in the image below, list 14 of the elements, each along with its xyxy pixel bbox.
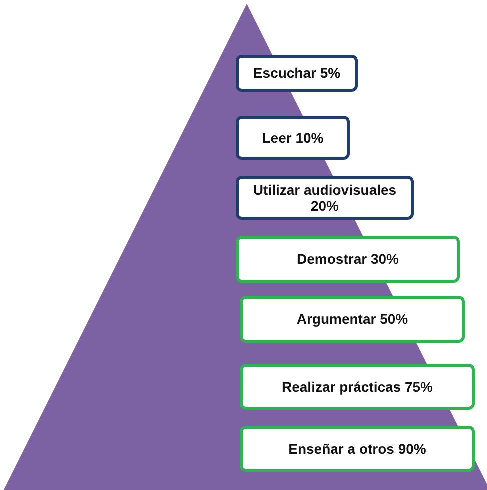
level-box	[240, 426, 475, 472]
level-label: Leer 10%	[262, 130, 324, 146]
level-label: Realizar prácticas 75%	[282, 378, 433, 396]
level-box	[240, 296, 465, 343]
level-box	[236, 176, 414, 220]
level-box	[240, 364, 475, 410]
level-label: Argumentar 50%	[296, 311, 408, 328]
level-label: Escuchar 5%	[253, 65, 341, 82]
level-label: Enseñar a otros 90%	[288, 440, 426, 458]
level-box	[236, 116, 350, 160]
level-box	[236, 55, 358, 92]
level-label: Demostrar 30%	[297, 251, 399, 268]
level-box	[236, 236, 460, 283]
level-label: Utilizar audiovisuales 20%	[252, 182, 398, 214]
